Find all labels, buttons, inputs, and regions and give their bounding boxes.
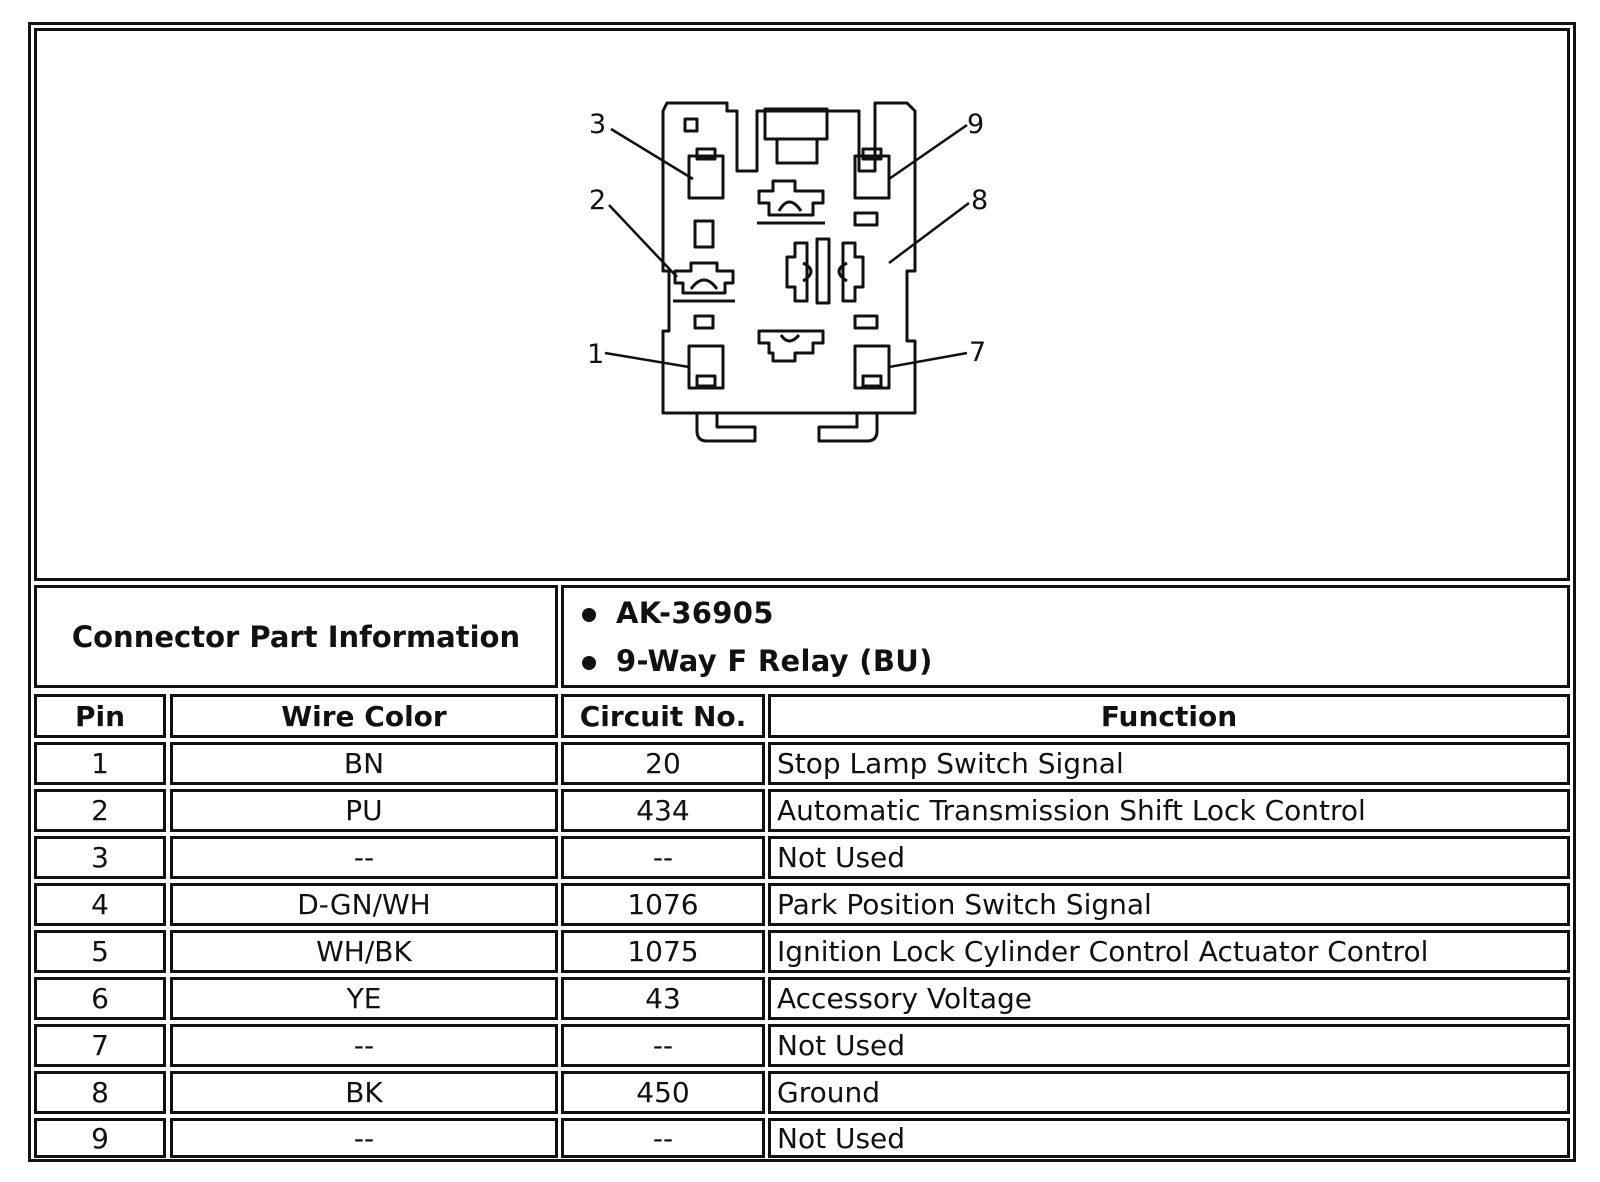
table-row-7-circuit: -- bbox=[561, 1024, 765, 1067]
table-row-2-pin: 2 bbox=[34, 789, 166, 832]
table-row-5-pin: 5 bbox=[34, 930, 166, 973]
right-foot bbox=[817, 413, 879, 443]
header-function: Function bbox=[768, 694, 1570, 738]
table-row-8-pin: 8 bbox=[34, 1071, 166, 1114]
connector-info-values: AK-36905 9-Way F Relay (BU) bbox=[561, 585, 1570, 688]
table-row-6-pin: 6 bbox=[34, 977, 166, 1020]
table-row-8-wire-color: BK bbox=[170, 1071, 558, 1114]
table-row-5-function: Ignition Lock Cylinder Control Actuator … bbox=[768, 930, 1570, 973]
table-row-2-wire-color: PU bbox=[170, 789, 558, 832]
table-row-5-wire-color: WH/BK bbox=[170, 930, 558, 973]
terminal-9 bbox=[853, 147, 891, 200]
table-row-4-pin: 4 bbox=[34, 883, 166, 926]
table-row-3-function: Not Used bbox=[768, 836, 1570, 879]
connector-info-label-text: Connector Part Information bbox=[71, 619, 521, 654]
terminal-1 bbox=[687, 344, 725, 390]
table-row-8-function: Ground bbox=[768, 1071, 1570, 1114]
leader-8 bbox=[888, 202, 970, 264]
terminal-2 bbox=[673, 261, 735, 303]
pin-label-8: 8 bbox=[971, 185, 988, 216]
table-row-3-wire-color: -- bbox=[170, 836, 558, 879]
pin-label-7: 7 bbox=[969, 337, 986, 368]
leader-1 bbox=[604, 351, 690, 369]
connector-description: 9-Way F Relay (BU) bbox=[582, 644, 933, 678]
table-row-2-function: Automatic Transmission Shift Lock Contro… bbox=[768, 789, 1570, 832]
table-row-6-wire-color: YE bbox=[170, 977, 558, 1020]
connector-part-number: AK-36905 bbox=[582, 596, 774, 630]
pin-label-3: 3 bbox=[589, 109, 606, 140]
table-row-3-circuit: -- bbox=[561, 836, 765, 879]
header-wire-color: Wire Color bbox=[170, 694, 558, 738]
table-row-5-circuit: 1075 bbox=[561, 930, 765, 973]
table-row-1-function: Stop Lamp Switch Signal bbox=[768, 742, 1570, 785]
table-row-4-circuit: 1076 bbox=[561, 883, 765, 926]
pin-label-2: 2 bbox=[589, 185, 606, 216]
table-row-7-pin: 7 bbox=[34, 1024, 166, 1067]
table-row-6-circuit: 43 bbox=[561, 977, 765, 1020]
table-row-9-wire-color: -- bbox=[170, 1118, 558, 1158]
table-row-2-circuit: 434 bbox=[561, 789, 765, 832]
table-row-4-wire-color: D-GN/WH bbox=[170, 883, 558, 926]
table-row-1-pin: 1 bbox=[34, 742, 166, 785]
header-pin: Pin bbox=[34, 694, 166, 738]
terminal-7 bbox=[853, 344, 891, 390]
terminal-8 bbox=[785, 237, 865, 305]
terminal-top-center bbox=[757, 179, 825, 225]
pin-label-1: 1 bbox=[587, 339, 604, 370]
leader-9 bbox=[888, 123, 968, 181]
table-row-3-pin: 3 bbox=[34, 836, 166, 879]
table-row-9-function: Not Used bbox=[768, 1118, 1570, 1158]
pin-label-9: 9 bbox=[967, 109, 984, 140]
table-row-7-wire-color: -- bbox=[170, 1024, 558, 1067]
table-row-6-function: Accessory Voltage bbox=[768, 977, 1570, 1020]
table-row-8-circuit: 450 bbox=[561, 1071, 765, 1114]
connector-face-diagram: 3 9 2 8 1 7 bbox=[587, 101, 988, 443]
table-row-9-pin: 9 bbox=[34, 1118, 166, 1158]
leader-3 bbox=[610, 127, 694, 181]
table-row-1-circuit: 20 bbox=[561, 742, 765, 785]
terminal-bottom-center bbox=[757, 329, 825, 363]
left-foot bbox=[695, 413, 757, 443]
table-row-4-function: Park Position Switch Signal bbox=[768, 883, 1570, 926]
header-circuit-no: Circuit No. bbox=[561, 694, 765, 738]
connector-body bbox=[661, 101, 917, 415]
terminal-3 bbox=[687, 147, 725, 200]
document-frame bbox=[28, 22, 1576, 1162]
leader-7 bbox=[888, 351, 968, 369]
table-row-1-wire-color: BN bbox=[170, 742, 558, 785]
connector-info-label: Connector Part Information bbox=[34, 585, 558, 688]
table-row-9-circuit: -- bbox=[561, 1118, 765, 1158]
table-row-7-function: Not Used bbox=[768, 1024, 1570, 1067]
leader-2 bbox=[608, 204, 678, 278]
top-latch bbox=[763, 107, 829, 141]
connector-diagram-panel: 3 9 2 8 1 7 bbox=[34, 28, 1570, 581]
